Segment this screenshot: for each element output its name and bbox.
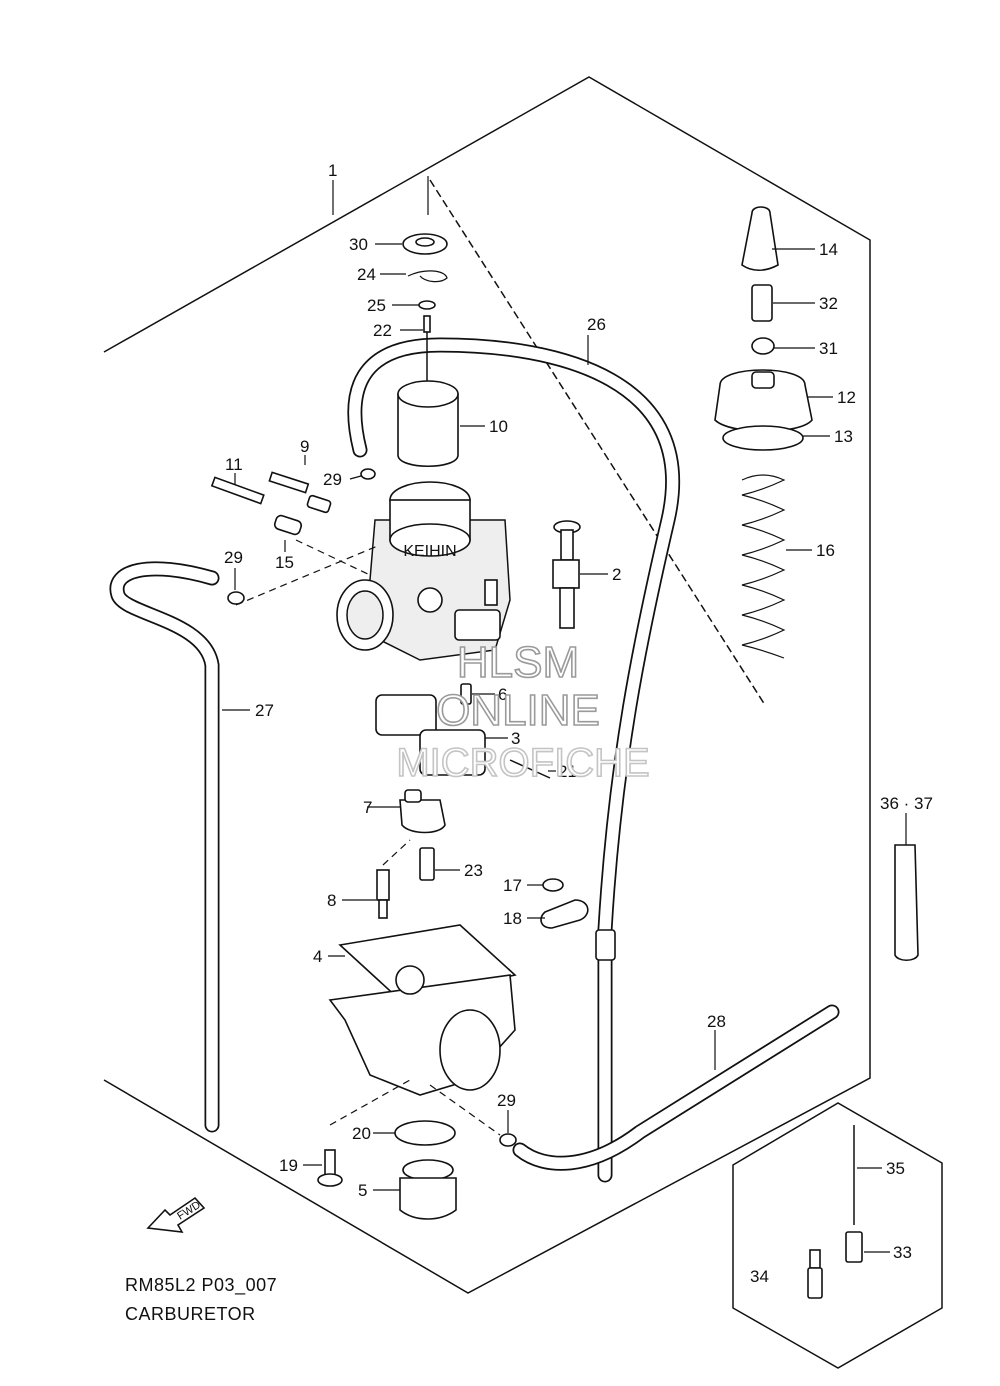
label-11: 11: [225, 455, 243, 474]
label-12: 12: [837, 388, 856, 407]
watermark-line-3: MICROFICHE: [396, 741, 649, 785]
label-19: 19: [279, 1156, 298, 1175]
pilot-screw-9: [268, 471, 332, 514]
watermark: HLSM ONLINE MICROFICHE: [396, 637, 651, 786]
label-3: 3: [511, 729, 520, 748]
clip-29-upper: [360, 468, 376, 480]
label-16: 16: [816, 541, 835, 560]
float-3: [375, 694, 486, 776]
carburetor-body: KEIHIN: [336, 481, 511, 661]
label-1: 1: [328, 161, 337, 180]
label-18: 18: [503, 909, 522, 928]
screw-17: [542, 878, 564, 892]
label-35: 35: [886, 1159, 905, 1178]
label-10: 10: [489, 417, 508, 436]
label-4: 4: [313, 947, 322, 966]
tool-36-37: [894, 844, 919, 962]
washer-30: [402, 233, 448, 255]
label-9: 9: [300, 437, 309, 456]
label-8: 8: [327, 891, 336, 910]
o-ring-20: [394, 1120, 456, 1146]
spring-16: [741, 474, 786, 659]
e-ring-25: [418, 300, 436, 310]
label-32: 32: [819, 294, 838, 313]
label-33: 33: [893, 1243, 912, 1262]
label-28: 28: [707, 1012, 726, 1031]
inset-box: [732, 1102, 943, 1369]
holder-7: [399, 789, 446, 834]
leader-lines: [222, 180, 907, 1253]
label-29b: 29: [224, 548, 243, 567]
screw-11: [210, 476, 265, 505]
label-25: 25: [367, 296, 386, 315]
label-17: 17: [503, 876, 522, 895]
clip-29-lower: [499, 1133, 517, 1147]
tube-27: [109, 561, 220, 1133]
watermark-line-1: HLSM: [457, 638, 579, 687]
label-21: 21: [558, 762, 577, 781]
part-labels: 1 30 24 25 22 10 26 9 29 11 15 29 2 6 3 …: [224, 161, 933, 1286]
diagram-code: RM85L2 P03_007: [125, 1275, 277, 1296]
label-6: 6: [498, 685, 507, 704]
clip-29-left: [227, 591, 245, 605]
watermark-line-2: ONLINE: [436, 686, 600, 735]
label-36-37: 36 · 37: [880, 794, 933, 813]
clip-24: [407, 270, 448, 283]
label-29a: 29: [323, 470, 342, 489]
top-cap-assembly: [714, 206, 813, 451]
label-14: 14: [819, 240, 838, 259]
label-7: 7: [363, 798, 372, 817]
label-23: 23: [464, 861, 483, 880]
label-24: 24: [357, 265, 376, 284]
forward-arrow-icon: FWD: [146, 1196, 206, 1233]
diagram-title: CARBURETOR: [125, 1304, 256, 1324]
jet-33: [845, 1231, 863, 1263]
bracket-18: [540, 899, 589, 929]
jet-6: [460, 683, 472, 705]
label-34: 34: [750, 1267, 769, 1286]
float-pin-21: [509, 759, 551, 779]
starter-plunger-2: [552, 520, 581, 629]
label-29c: 29: [497, 1091, 516, 1110]
assembly-outline: [103, 76, 871, 1294]
float-chamber: [328, 924, 517, 1096]
label-13: 13: [834, 427, 853, 446]
jet-34: [807, 1249, 823, 1299]
label-15: 15: [275, 553, 294, 572]
label-30: 30: [349, 235, 368, 254]
spring-15: [273, 514, 303, 536]
label-2: 2: [612, 565, 621, 584]
label-20: 20: [352, 1124, 371, 1143]
svg-text:KEIHIN: KEIHIN: [403, 543, 456, 560]
tube-26: [347, 337, 681, 1183]
needle-jet-8: [376, 869, 390, 919]
drain-plug-5: [399, 1159, 457, 1220]
tube-28: [512, 1004, 840, 1171]
label-22: 22: [373, 321, 392, 340]
screw-19: [317, 1149, 343, 1187]
throttle-valve-10: [397, 380, 459, 468]
label-31: 31: [819, 339, 838, 358]
label-26: 26: [587, 315, 606, 334]
label-5: 5: [358, 1181, 367, 1200]
label-27: 27: [255, 701, 274, 720]
jet-23: [419, 847, 435, 881]
